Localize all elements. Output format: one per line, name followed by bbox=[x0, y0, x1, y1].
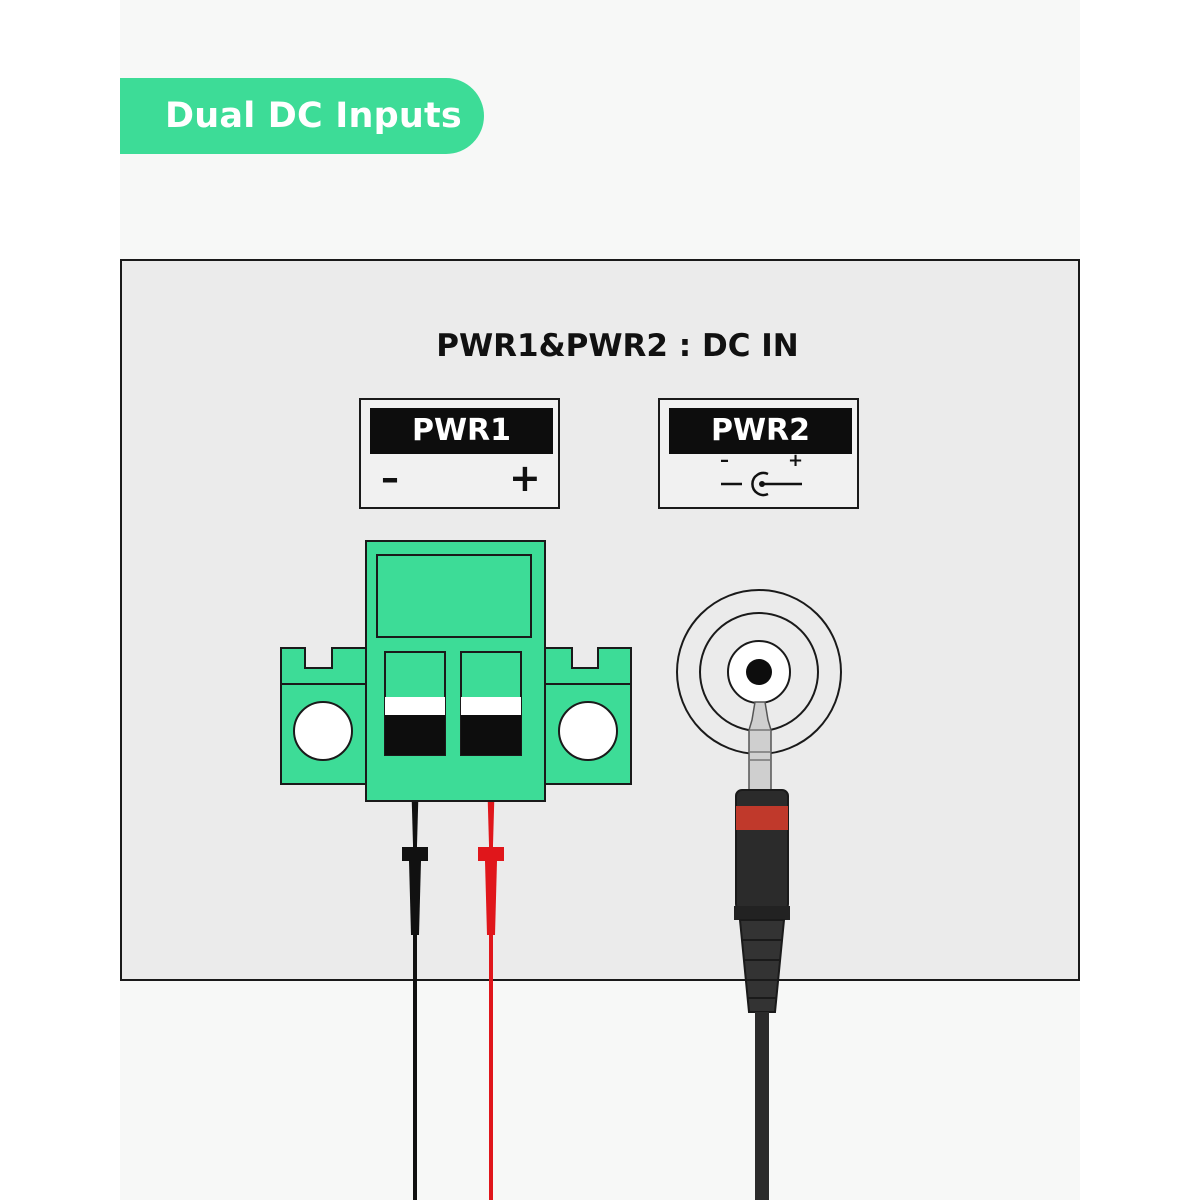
device-panel bbox=[120, 259, 1080, 981]
pwr1-label-box: PWR1 – + bbox=[359, 398, 560, 509]
pwr2-minus-sign: – bbox=[720, 450, 729, 471]
panel-title: PWR1&PWR2 : DC IN bbox=[436, 328, 799, 364]
title-badge: Dual DC Inputs bbox=[120, 78, 484, 154]
left-mount-hole bbox=[293, 701, 353, 761]
pwr1-minus-sign: – bbox=[381, 458, 399, 499]
pwr2-label: PWR2 bbox=[669, 408, 852, 454]
dc-polarity-center-positive-icon bbox=[721, 471, 802, 497]
negative-wire bbox=[402, 770, 428, 1200]
pwr2-label-box: PWR2 – + bbox=[658, 398, 859, 509]
positive-wire bbox=[478, 770, 504, 1200]
dc-barrel-jack bbox=[676, 589, 842, 755]
right-mount-hole bbox=[558, 701, 618, 761]
pwr1-plus-sign: + bbox=[509, 456, 541, 500]
pwr1-label: PWR1 bbox=[370, 408, 553, 454]
pwr2-plus-sign: + bbox=[788, 450, 804, 471]
title-badge-text: Dual DC Inputs bbox=[165, 96, 462, 136]
terminal-block bbox=[280, 540, 632, 802]
dc-plug bbox=[734, 701, 790, 1200]
